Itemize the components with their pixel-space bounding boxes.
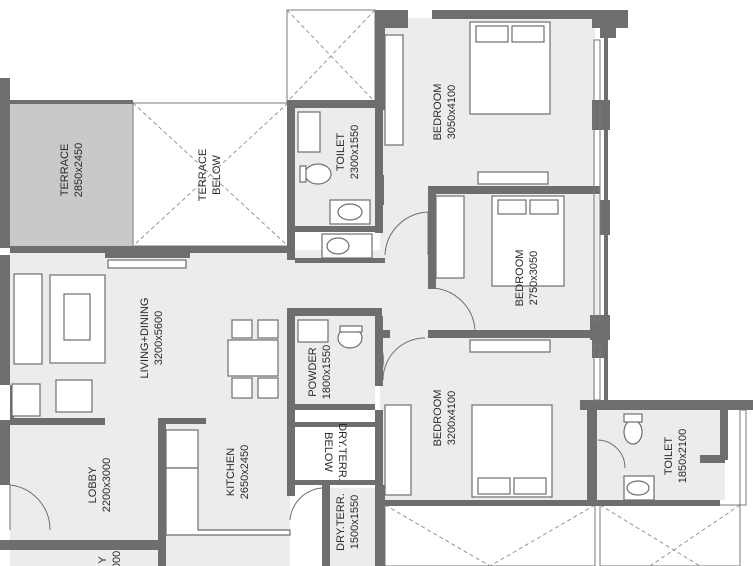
label-partial-room: Y 000 xyxy=(97,551,123,566)
svg-text:TOILET: TOILET xyxy=(663,437,675,476)
svg-text:TERRACE: TERRACE xyxy=(59,144,71,197)
svg-text:3200x4100: 3200x4100 xyxy=(446,391,458,445)
svg-text:BEDROOM: BEDROOM xyxy=(514,250,526,307)
svg-text:TOILET: TOILET xyxy=(335,133,347,172)
svg-text:1850x2100: 1850x2100 xyxy=(677,429,689,483)
svg-text:DRY.TERR.: DRY.TERR. xyxy=(335,493,347,551)
label-terrace: TERRACE 2850x2450 xyxy=(59,143,85,197)
label-kitchen: KITCHEN 2650x2450 xyxy=(225,445,251,499)
svg-text:1800x1550: 1800x1550 xyxy=(321,345,333,399)
label-dry-terrace: DRY.TERR. 1500x1550 xyxy=(335,493,361,551)
svg-text:2750x3050: 2750x3050 xyxy=(528,251,540,305)
label-toilet-1: TOILET 2300x1550 xyxy=(335,125,361,179)
doors xyxy=(9,211,626,531)
svg-text:2300x1550: 2300x1550 xyxy=(349,125,361,179)
svg-text:TERRACE: TERRACE xyxy=(197,149,209,202)
svg-text:3200x5600: 3200x5600 xyxy=(153,311,165,365)
label-powder: POWDER 1800x1550 xyxy=(307,345,333,399)
svg-text:LOBBY: LOBBY xyxy=(87,466,99,503)
svg-text:1500x1550: 1500x1550 xyxy=(349,495,361,549)
svg-text:2200x3000: 2200x3000 xyxy=(101,458,113,512)
svg-text:2650x2450: 2650x2450 xyxy=(239,445,251,499)
label-bedroom-3: BEDROOM 3200x4100 xyxy=(432,390,458,447)
svg-text:Y: Y xyxy=(97,556,109,564)
label-living-dining: LIVING+DINING 3200x5600 xyxy=(139,298,165,379)
svg-text:BEDROOM: BEDROOM xyxy=(432,84,444,141)
svg-text:3050x4100: 3050x4100 xyxy=(446,85,458,139)
svg-text:BELOW: BELOW xyxy=(211,155,223,195)
label-bedroom-2: BEDROOM 2750x3050 xyxy=(514,250,540,307)
svg-text:2850x2450: 2850x2450 xyxy=(73,143,85,197)
label-dry-terrace-below: DRY.TERR. BELOW xyxy=(322,423,348,481)
room-labels: TERRACE 2850x2450 TERRACE BELOW TOILET 2… xyxy=(59,84,689,566)
svg-text:LIVING+DINING: LIVING+DINING xyxy=(139,298,151,379)
svg-text:POWDER: POWDER xyxy=(307,347,319,397)
label-terrace-below: TERRACE BELOW xyxy=(197,149,223,202)
svg-text:000: 000 xyxy=(111,551,123,566)
label-bedroom-1: BEDROOM 3050x4100 xyxy=(432,84,458,141)
svg-text:KITCHEN: KITCHEN xyxy=(225,448,237,496)
svg-text:DRY.TERR.: DRY.TERR. xyxy=(336,423,348,481)
label-toilet-2: TOILET 1850x2100 xyxy=(663,429,689,483)
label-lobby: LOBBY 2200x3000 xyxy=(87,458,113,512)
svg-text:BEDROOM: BEDROOM xyxy=(432,390,444,447)
svg-text:BELOW: BELOW xyxy=(322,432,334,472)
furniture xyxy=(11,21,747,536)
